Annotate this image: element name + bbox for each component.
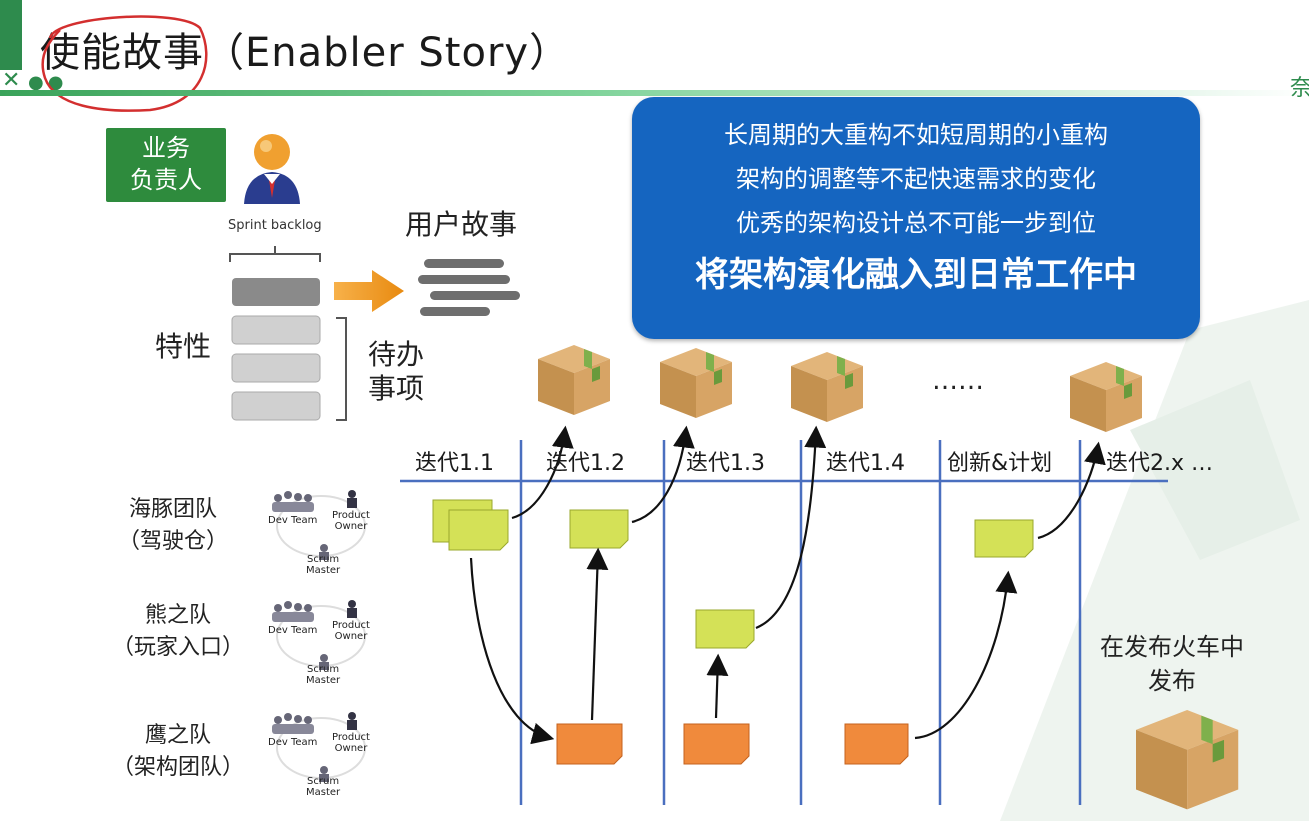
release-train-label: 在发布火车中 发布 [1100,633,1244,695]
feature-label: 特性 [155,330,212,363]
corner-accent [0,0,22,70]
release-box [660,348,732,418]
callout-line-1: 长周期的大重构不如短周期的小重构 [724,121,1108,149]
user-story-label: 用户故事 [405,208,518,241]
team-eagle-label: 鹰之队 （架构团队） [112,723,245,780]
iteration-label: 迭代1.2 [546,451,625,476]
person-icon [244,134,300,204]
product-owner-label: Product Owner [332,510,370,532]
iteration-label: 创新&计划 [947,451,1053,476]
green-note [695,609,755,649]
team-roles-icon: Dev Team Product Owner Scrum Master [266,598,376,688]
team-roles-icon: Dev Team Product Owner Scrum Master [266,488,376,578]
scrum-master-label: Scrum Master [306,664,341,686]
green-note [569,509,629,549]
green-note [974,519,1034,558]
callout-box: 长周期的大重构不如短周期的小重构 架构的调整等不起快速需求的变化 优秀的架构设计… [632,97,1200,339]
dev-team-label: Dev Team [268,737,318,748]
release-box [791,352,863,422]
release-train-box [1136,710,1239,810]
callout-line-3: 优秀的架构设计总不可能一步到位 [736,209,1096,237]
page-title: 使能故事（Enabler Story） [40,30,571,76]
release-box [1070,362,1142,432]
business-owner-label: 业务 负责人 [130,134,202,194]
dev-team-label: Dev Team [268,515,318,526]
product-owner-label: Product Owner [332,732,370,754]
release-box [538,345,610,415]
iteration-label: 迭代1.4 [826,451,905,476]
dev-team-label: Dev Team [268,625,318,636]
iteration-label: 迭代2.x … [1106,451,1214,476]
team-dolphin-label: 海豚团队 （驾驶仓） [118,497,229,554]
team-bear-label: 熊之队 （玩家入口） [112,603,245,660]
callout-line-4: 将架构演化融入到日常工作中 [695,255,1137,295]
people-icon [272,600,366,670]
people-icon [272,712,366,782]
orange-note [844,723,909,765]
orange-note [683,723,750,765]
business-owner-box: 业务 负责人 [106,128,226,202]
iteration-label: 迭代1.3 [686,451,765,476]
scrum-master-label: Scrum Master [306,554,341,576]
backlog-item [232,278,320,306]
people-icon [272,490,366,560]
arrow-icon [334,270,404,312]
orange-note [556,723,623,765]
ellipsis: …… [932,366,984,396]
callout-line-2: 架构的调整等不起快速需求的变化 [736,165,1096,193]
product-owner-label: Product Owner [332,620,370,642]
team-roles-icon: Dev Team Product Owner Scrum Master [266,710,376,800]
user-story-lines [418,259,520,316]
sprint-backlog-label: Sprint backlog [228,218,322,233]
scrum-master-label: Scrum Master [306,776,341,798]
backlog-items-label: 待办 事项 [368,338,425,405]
header-divider [0,90,1309,96]
iteration-label: 迭代1.1 [415,451,494,476]
red-circle-annotation [41,15,208,112]
backlog-stack [229,246,347,421]
logo-mark: ✕ [2,68,21,93]
green-note [432,499,509,551]
